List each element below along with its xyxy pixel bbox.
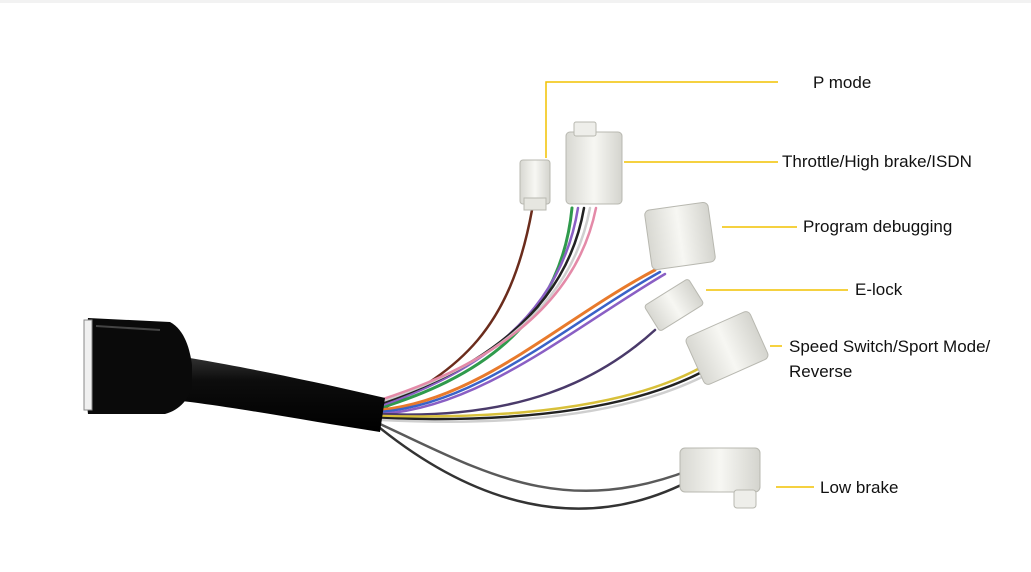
wire-program-purple [378,272,667,416]
wire-throttle-green [378,206,574,410]
connector-speed [685,311,769,385]
wire-low-brake-dark [378,426,697,510]
connector-throttle [565,121,623,205]
label-throttle: Throttle/High brake/ISDN [782,152,972,171]
leader-p-mode [545,81,778,158]
label-program-debugging: Program debugging [803,217,953,236]
leader-lines [545,81,848,488]
label-reverse: Reverse [789,362,853,381]
label-low-brake: Low brake [820,478,899,497]
wire-program-orange [378,268,657,412]
main-cable [83,318,385,432]
connector-p-mode [519,159,551,211]
wire-throttle-pink [378,206,598,402]
wire-throttle-white [378,206,592,404]
connector-low-brake [679,447,761,509]
label-e-lock: E-lock [855,280,903,299]
wire-throttle-purple [378,206,580,408]
wire-throttle-black [378,206,586,406]
label-p-mode: P mode [813,73,872,92]
wire-speed-black [378,370,704,421]
wire-speed-white [378,374,706,424]
connector-elock [644,279,704,331]
wire-p-mode [378,208,534,412]
wire-speed-yellow [378,366,702,418]
main-plug [85,318,192,414]
wire-elock [378,328,657,416]
plug-pins [83,319,93,411]
top-divider [0,0,1031,3]
wire-bundle [378,206,706,510]
wire-program-blue [378,270,662,414]
label-speed-switch: Speed Switch/Sport Mode/ [789,337,991,356]
connector-program [644,201,716,271]
wire-low-brake-gray [378,422,692,492]
